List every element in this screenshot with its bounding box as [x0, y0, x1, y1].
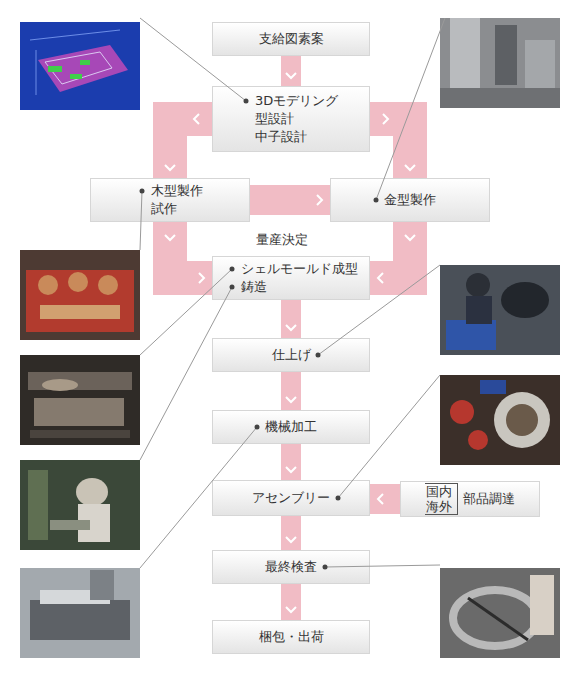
flow-arrow	[281, 444, 301, 480]
flow-arrow	[281, 300, 301, 338]
flow-arrow	[281, 372, 301, 410]
process-box: アセンブリー	[212, 480, 370, 516]
flow-arrow	[281, 56, 301, 86]
photo-shell-mould	[20, 355, 140, 445]
photo-pattern	[20, 250, 140, 340]
box-label: 仕上げ	[213, 346, 369, 364]
flow-arrow	[370, 119, 410, 178]
box-label: 梱包・出荷	[213, 628, 369, 646]
box-label: 最終検査	[213, 558, 369, 576]
arrow-chevron	[383, 114, 388, 124]
process-box: 金型製作	[330, 178, 490, 222]
flow-arrow	[370, 484, 400, 514]
process-box: 3Dモデリング 型設計 中子設計	[212, 86, 370, 152]
process-box: 支給図素案	[212, 22, 370, 56]
flow-arrow	[170, 119, 212, 178]
arrow-chevron	[378, 494, 383, 504]
photo-assembly	[440, 375, 560, 465]
arrow-chevron	[286, 467, 296, 472]
arrow-chevron	[194, 114, 199, 124]
arrow-chevron	[405, 165, 415, 170]
process-box: シェルモールド成型 鋳造	[212, 256, 370, 300]
flow-arrow	[170, 222, 212, 278]
flow-arrow	[281, 516, 301, 550]
flow-arrow	[370, 222, 410, 278]
flow-arrow	[281, 584, 301, 620]
procurement-box: 国内 海外部品調達	[400, 481, 540, 517]
arrow-chevron	[378, 273, 383, 283]
flow-arrow	[250, 185, 330, 215]
leader-dots	[140, 99, 379, 570]
arrow-chevron	[286, 325, 296, 330]
process-box: 最終検査	[212, 550, 370, 584]
box-label: アセンブリー	[213, 489, 369, 507]
box-label: 金型製作	[331, 191, 489, 209]
arrow-chevron	[286, 397, 296, 402]
box-label: 3Dモデリング 型設計 中子設計	[255, 92, 369, 146]
arrow-chevron	[165, 165, 175, 170]
arrow-chevron	[199, 273, 204, 283]
box-label: 部品調達	[463, 490, 515, 508]
arrow-chevron	[286, 537, 296, 542]
arrow-chevron	[286, 607, 296, 612]
arrow-chevron	[286, 73, 296, 78]
process-box: 仕上げ	[212, 338, 370, 372]
decision-note: 量産決定	[256, 231, 308, 249]
box-label: シェルモールド成型 鋳造	[241, 260, 369, 296]
arrow-chevron	[317, 195, 322, 205]
photo-cad	[20, 22, 140, 110]
arrow-chevron	[405, 235, 415, 240]
photo-machining	[20, 568, 140, 658]
process-box: 機械加工	[212, 410, 370, 444]
arrow-chevron	[165, 235, 175, 240]
box-label: 支給図素案	[213, 30, 369, 48]
process-box: 木型製作 試作	[90, 178, 250, 222]
box-label: 国内 海外	[425, 483, 458, 515]
photo-mold	[440, 18, 560, 108]
photo-casting	[20, 460, 140, 550]
box-label: 木型製作 試作	[151, 182, 249, 218]
photo-inspection	[440, 568, 560, 658]
box-label: 機械加工	[213, 418, 369, 436]
process-box: 梱包・出荷	[212, 620, 370, 654]
photo-finishing	[440, 265, 560, 355]
